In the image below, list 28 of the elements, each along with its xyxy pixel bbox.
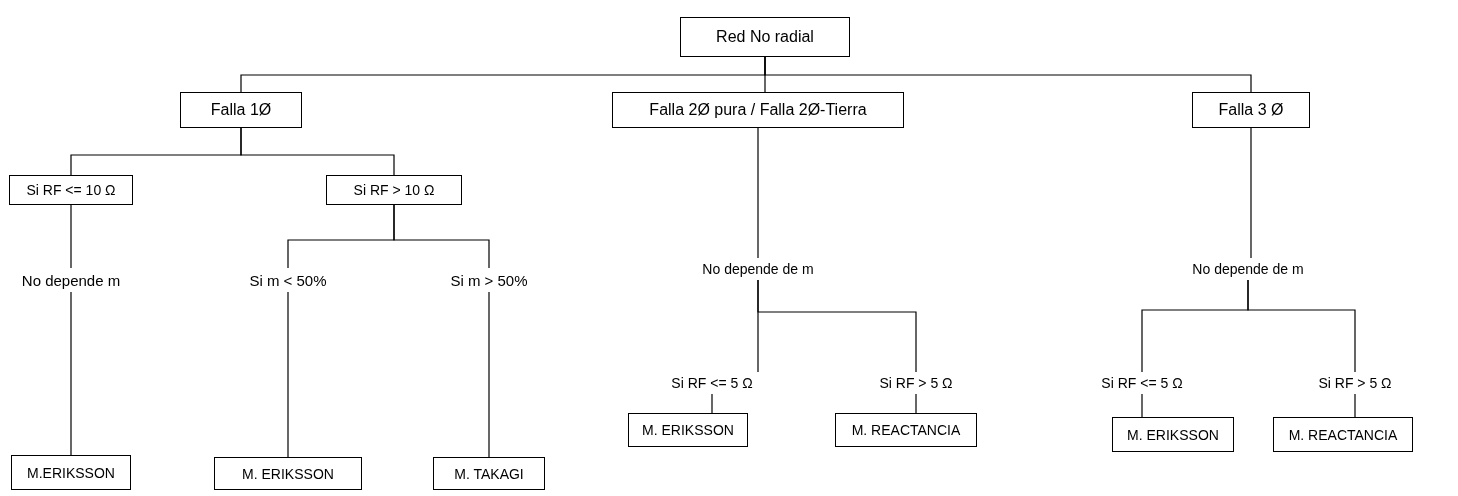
- connector-line: [1250, 127, 1252, 259]
- connector-line: [764, 56, 1252, 93]
- connector-line: [915, 393, 917, 414]
- connector-line: [757, 279, 917, 373]
- connector-line: [1141, 393, 1143, 418]
- connector-line: [711, 393, 713, 414]
- process-box: M. REACTANCIA: [835, 413, 977, 447]
- connector-line: [1354, 393, 1356, 418]
- process-box: M. ERIKSSON: [628, 413, 748, 447]
- connector-line: [70, 291, 72, 456]
- process-box: Falla 2Ø pura / Falla 2Ø-Tierra: [612, 92, 904, 128]
- connector-line: [240, 127, 395, 176]
- process-box: M. REACTANCIA: [1273, 417, 1413, 452]
- connector-line: [393, 204, 490, 269]
- connector-line: [757, 127, 759, 259]
- connector-line: [1247, 279, 1356, 373]
- connector-line: [287, 291, 289, 458]
- process-box: M.ERIKSSON: [11, 455, 131, 490]
- process-box: Falla 1Ø: [180, 92, 302, 128]
- process-box: Si RF > 10 Ω: [326, 175, 462, 205]
- process-box: M. ERIKSSON: [1112, 417, 1234, 452]
- process-box: M. ERIKSSON: [214, 457, 362, 490]
- process-box: Red No radial: [680, 17, 850, 57]
- process-box: Falla 3 Ø: [1192, 92, 1310, 128]
- connector-line: [70, 204, 72, 269]
- process-box: Si RF <= 10 Ω: [9, 175, 133, 205]
- connector-line: [488, 291, 490, 458]
- process-box: M. TAKAGI: [433, 457, 545, 490]
